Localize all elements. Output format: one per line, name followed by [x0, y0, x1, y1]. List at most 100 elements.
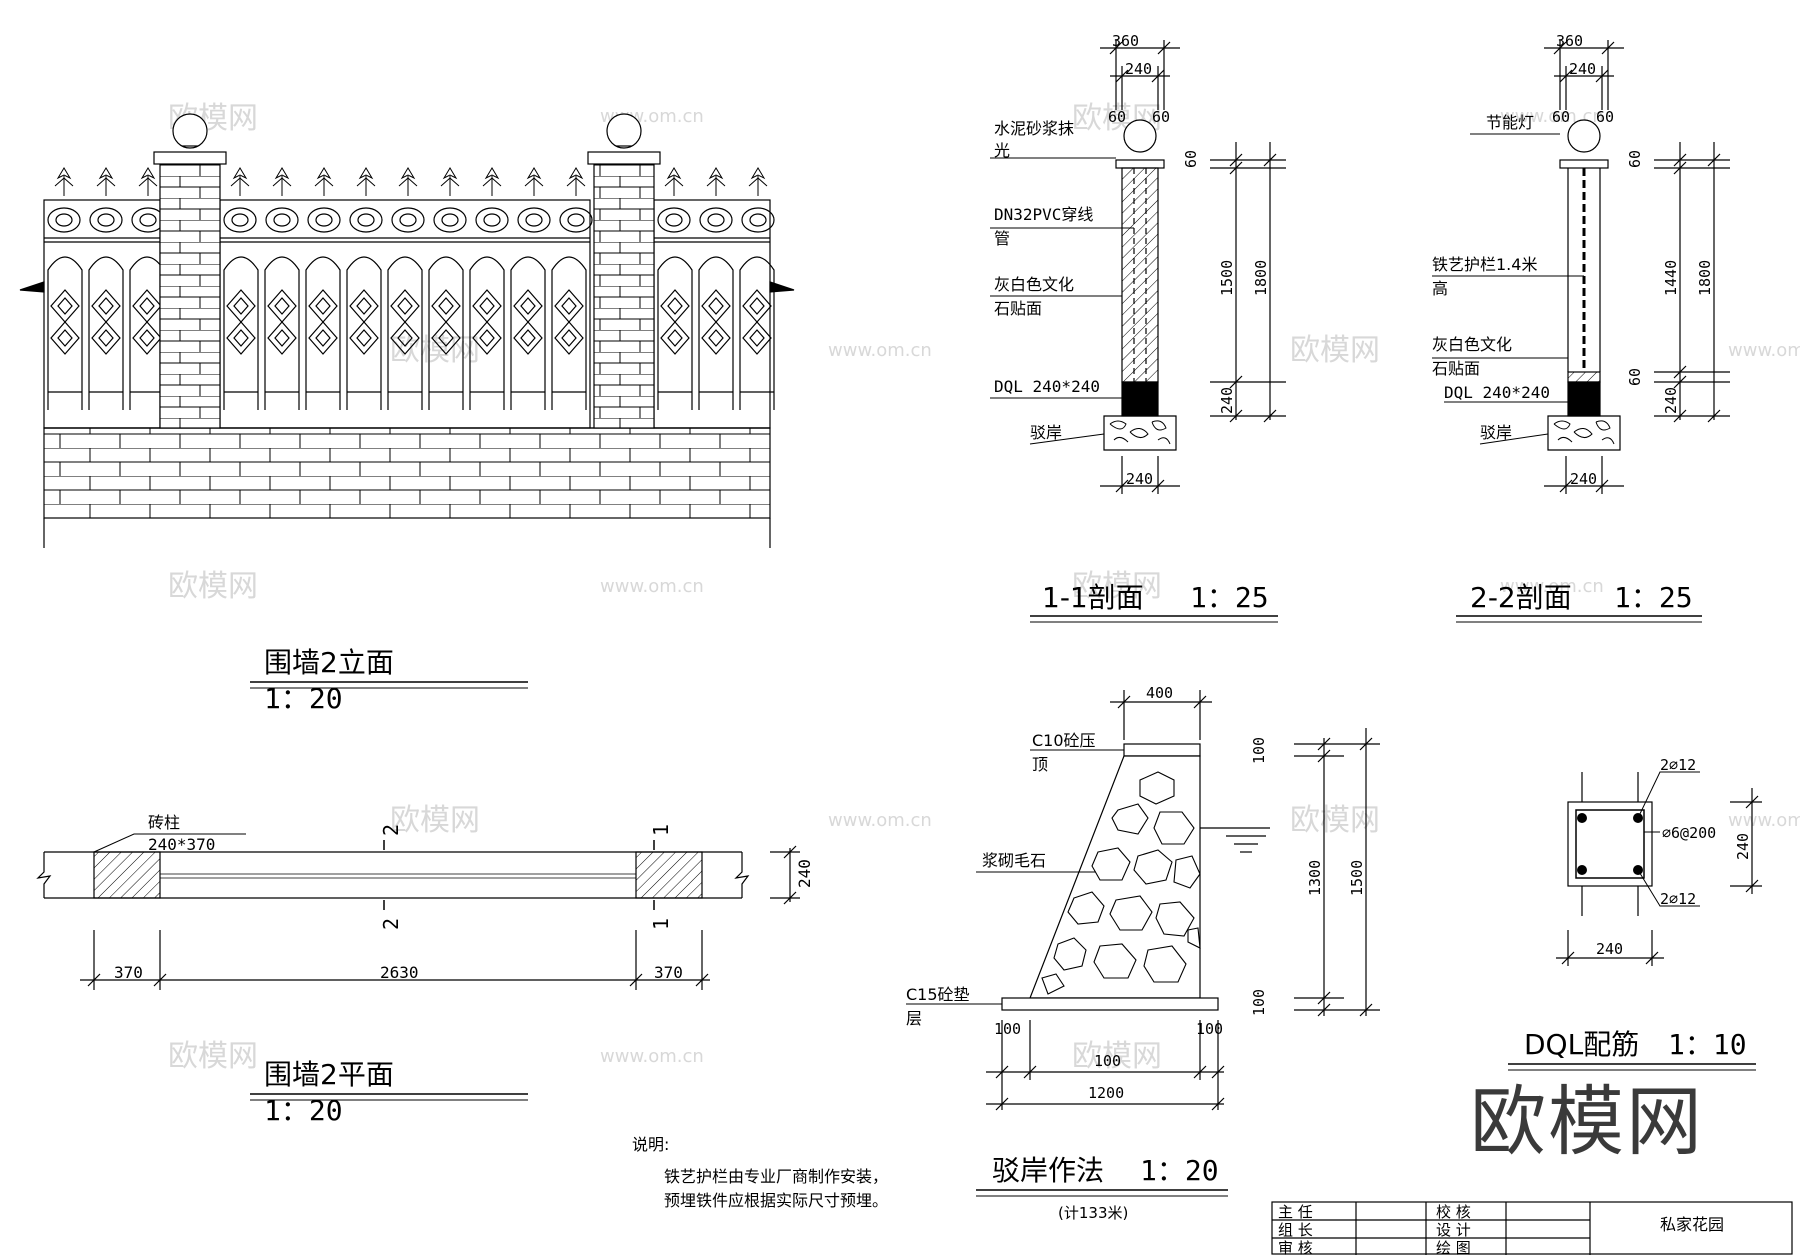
plan-pillar-size: 240*370	[148, 835, 215, 854]
rv-title: 驳岸作法	[992, 1154, 1104, 1187]
fleur-de-lis-finial	[524, 167, 544, 196]
fleur-de-lis-finial	[272, 167, 292, 196]
fleur-de-lis-finial	[54, 167, 74, 196]
diamond-lattice-inner	[233, 329, 249, 347]
section-1-1	[990, 40, 1286, 494]
diamond-lattice	[132, 289, 162, 323]
rosette-inner	[273, 213, 291, 227]
s2-dim-right-60-top: 60	[1626, 150, 1644, 168]
s1-dim-right-240: 240	[1218, 387, 1236, 414]
fleur-de-lis-finial	[230, 167, 250, 196]
watermark-url: www.om.cn	[828, 340, 932, 361]
diamond-lattice	[472, 321, 502, 355]
diamond-lattice	[390, 321, 420, 355]
rosette-inner	[231, 213, 249, 227]
section-2-2-annotations: 360 240 60 60 节能灯 铁艺护栏1.4米 高 灰白色文化 石贴面 D…	[1432, 32, 1714, 623]
dql-annotations: 2∅12 ∅6@200 2∅12 240 240 DQL配筋 1：10	[1508, 756, 1756, 1071]
arched-bar	[129, 256, 165, 410]
s1-dim-360: 360	[1112, 32, 1139, 50]
dql-width: 240	[1596, 940, 1623, 958]
arched-bar	[88, 256, 124, 410]
rosette-inner	[399, 213, 417, 227]
s2-dim-60-left: 60	[1552, 108, 1570, 126]
s2-dim-60-right: 60	[1596, 108, 1614, 126]
s2-label-railing: 铁艺护栏1.4米	[1432, 255, 1537, 274]
rv-dim-right-1500: 1500	[1348, 860, 1366, 896]
title-block	[1271, 1201, 1793, 1255]
revetment-detail	[906, 690, 1380, 1111]
fleur-de-lis-finial	[314, 167, 334, 196]
diamond-lattice-inner	[57, 297, 73, 315]
tb-checker: 校 核	[1436, 1203, 1471, 1221]
diamond-lattice-inner	[520, 329, 536, 347]
rosette-outer	[47, 207, 81, 233]
diamond-lattice	[308, 289, 338, 323]
plan-pillar-label: 砖柱	[148, 813, 180, 832]
tb-designer: 设 计	[1436, 1221, 1471, 1239]
plan-annotations: 砖柱 240*370 2 2 1 1 240 370 2630 370 围墙2平…	[114, 813, 814, 1127]
s1-scale: 1：25	[1190, 581, 1269, 614]
s2-label-stone: 灰白色文化	[1432, 335, 1512, 354]
diamond-lattice	[431, 321, 461, 355]
diamond-lattice-inner	[479, 297, 495, 315]
diamond-lattice	[701, 289, 731, 323]
rosette-outer	[741, 207, 775, 233]
diamond-lattice-inner	[479, 329, 495, 347]
diamond-lattice-inner	[356, 329, 372, 347]
rv-label-cushion-2: 层	[906, 1009, 922, 1028]
diamond-lattice-inner	[98, 297, 114, 315]
s2-scale: 1：25	[1614, 581, 1693, 614]
rosette-inner	[525, 213, 543, 227]
railing-panel-left	[43, 199, 161, 429]
section-cut-2-bottom: 2	[379, 918, 403, 930]
diamond-lattice-inner	[397, 329, 413, 347]
s2-label-revetment: 驳岸	[1480, 423, 1512, 442]
diamond-lattice-inner	[57, 329, 73, 347]
arched-bar	[469, 256, 505, 410]
diamond-lattice	[308, 321, 338, 355]
rosette-inner	[441, 213, 459, 227]
fleur-de-lis-finial	[482, 167, 502, 196]
diamond-lattice	[132, 321, 162, 355]
c15-cushion	[1001, 997, 1219, 1011]
diamond-lattice-inner	[274, 297, 290, 315]
rosette-outer	[559, 207, 593, 233]
design-notes: 说明: 铁艺护栏由专业厂商制作安装， 预埋铁件应根据实际尺寸预埋。	[632, 1135, 888, 1210]
s2-dim-right-1800: 1800	[1696, 260, 1714, 296]
section-1-1-annotations: 360 240 60 60 水泥砂浆抹 光 DN32PVC穿线 管 灰白色文化 …	[994, 32, 1278, 623]
rosette-outer	[391, 207, 425, 233]
fleur-de-lis-finial	[356, 167, 376, 196]
diamond-lattice	[554, 289, 584, 323]
rv-label-rubble: 浆砌毛石	[982, 851, 1046, 870]
revetment-stone-2	[1547, 415, 1621, 451]
s1-label-stone-2: 石贴面	[994, 299, 1042, 318]
diamond-lattice	[660, 289, 690, 323]
diamond-lattice	[226, 321, 256, 355]
diamond-lattice-inner	[438, 329, 454, 347]
rosette-inner	[567, 213, 585, 227]
diamond-lattice	[390, 289, 420, 323]
s2-dim-right-60-mid: 60	[1626, 368, 1644, 386]
brick-pillar-left	[153, 113, 227, 429]
elevation-scale: 1：20	[264, 682, 343, 715]
diamond-lattice-inner	[561, 329, 577, 347]
plan-scale: 1：20	[264, 1094, 343, 1127]
diamond-lattice	[660, 321, 690, 355]
dql-beam-2	[1567, 381, 1601, 417]
s1-dim-right-1500: 1500	[1218, 260, 1236, 296]
arched-bar	[510, 256, 546, 410]
notes-line-2: 预埋铁件应根据实际尺寸预埋。	[664, 1191, 888, 1210]
fleur-de-lis-finial	[748, 167, 768, 196]
diamond-lattice-inner	[98, 329, 114, 347]
fleur-de-lis-finial	[138, 167, 158, 196]
rv-dim-100-right: 100	[1196, 1020, 1223, 1038]
diamond-lattice-inner	[520, 297, 536, 315]
diamond-lattice-inner	[561, 297, 577, 315]
revetment-annotations: 400 C10砼压 顶 浆砌毛石 C15砼垫 层 100 1300 1500 1…	[906, 684, 1366, 1222]
diamond-lattice	[513, 321, 543, 355]
rv-dim-right-100-bottom: 100	[1250, 989, 1268, 1016]
rosette-inner	[97, 213, 115, 227]
rosette-outer	[657, 207, 691, 233]
s2-dim-360: 360	[1556, 32, 1583, 50]
diamond-lattice-inner	[708, 297, 724, 315]
